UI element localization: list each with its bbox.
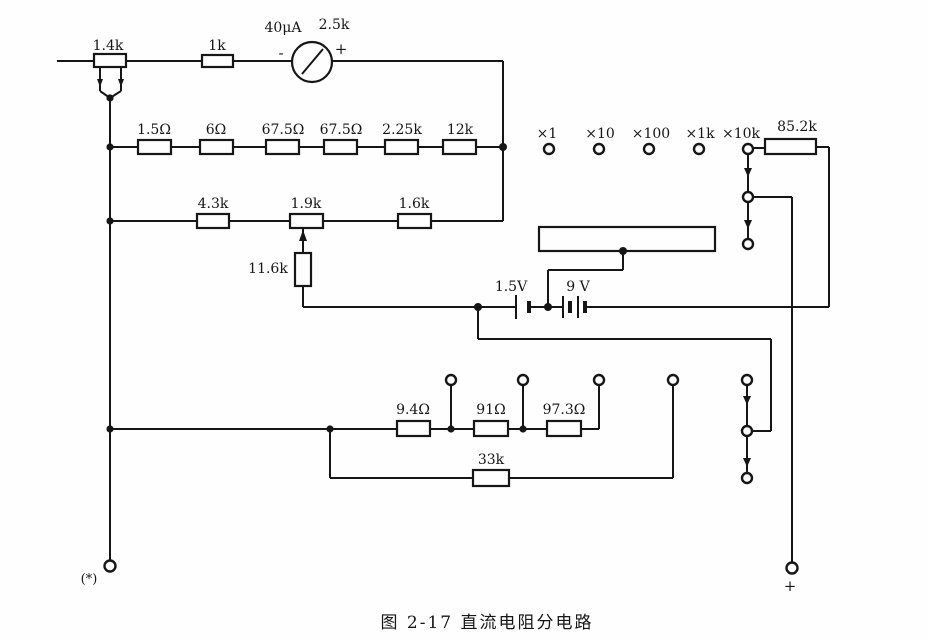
lower-selector-contact-1 bbox=[740, 373, 754, 387]
resistor-33k bbox=[471, 468, 511, 488]
selector-arrow-icon bbox=[744, 220, 752, 229]
tapped-resistance-box bbox=[537, 225, 717, 253]
resistor-91ohm bbox=[472, 419, 510, 438]
resistor-33k-label: 33k bbox=[478, 452, 505, 468]
tap-wiper-arrow-icon bbox=[299, 230, 307, 241]
bottom-terminal-2 bbox=[516, 373, 530, 387]
bottom-terminal-1 bbox=[444, 373, 458, 387]
resistor-row1-6 bbox=[441, 138, 478, 156]
bottom-terminal-3 bbox=[592, 373, 606, 387]
resistor-97-3ohm-label: 97.3Ω bbox=[543, 402, 586, 418]
terminal-x100 bbox=[642, 142, 656, 156]
upper-selector-contact-2 bbox=[741, 237, 755, 251]
range-x10-label: ×10 bbox=[585, 126, 615, 142]
resistor-1k-label: 1k bbox=[208, 38, 226, 54]
figure-caption: 图 2-17 直流电阻分电路 bbox=[381, 613, 594, 633]
range-x1-label: ×1 bbox=[537, 126, 558, 142]
battery-9v-label: 9 V bbox=[566, 279, 590, 295]
resistor-85-2k bbox=[763, 137, 818, 156]
resistor-11-6k-label: 11.6k bbox=[248, 261, 288, 277]
lower-selector-contact-2 bbox=[740, 424, 754, 438]
resistor-91ohm-label: 91Ω bbox=[476, 402, 505, 418]
resistor-97-3ohm bbox=[545, 419, 583, 438]
meter-plus-label: + bbox=[335, 40, 348, 58]
positive-terminal-label: + bbox=[784, 577, 797, 595]
resistor-11-6k bbox=[293, 251, 313, 288]
meter-minus-label: - bbox=[278, 44, 283, 62]
terminal-x10k bbox=[741, 142, 755, 156]
resistor-row1-2-label: 6Ω bbox=[206, 122, 227, 138]
resistor-row1-1 bbox=[136, 138, 173, 156]
range-x10k-label: ×10k bbox=[722, 126, 761, 142]
resistor-9-4ohm-label: 9.4Ω bbox=[396, 402, 430, 418]
meter-needle-icon bbox=[301, 48, 324, 75]
resistor-row1-6-label: 12k bbox=[447, 122, 474, 138]
resistor-pot-1-4k-label: 1.4k bbox=[93, 38, 124, 54]
common-terminal bbox=[103, 559, 117, 573]
resistor-row1-5 bbox=[383, 138, 420, 156]
resistor-row1-4 bbox=[322, 138, 359, 156]
range-x1k-label: ×1k bbox=[685, 126, 715, 142]
selector-arrow-icon bbox=[744, 168, 752, 177]
resistor-row2-2 bbox=[288, 212, 325, 230]
pot-wiper-arrow-icon bbox=[118, 79, 124, 87]
resistor-row2-1-label: 4.3k bbox=[198, 196, 229, 212]
upper-selector-contact-1 bbox=[741, 190, 755, 204]
bottom-terminal-4 bbox=[666, 373, 680, 387]
junction-dots bbox=[106, 94, 627, 433]
selector-arrow-icon bbox=[743, 396, 751, 405]
meter-resistance-label: 2.5k bbox=[319, 17, 350, 33]
terminal-x1k bbox=[692, 142, 706, 156]
resistor-row1-4-label: 67.5Ω bbox=[320, 122, 363, 138]
pot-wiper-arrow-icon bbox=[97, 79, 103, 87]
selector-arrow-icon bbox=[743, 458, 751, 467]
resistor-row2-1 bbox=[195, 212, 231, 230]
battery-long-plates bbox=[515, 295, 579, 319]
battery-short-plates bbox=[527, 301, 587, 313]
battery-1-5v-label: 1.5V bbox=[495, 279, 528, 295]
common-terminal-label: (*) bbox=[81, 572, 98, 587]
resistor-row1-3-label: 67.5Ω bbox=[262, 122, 305, 138]
resistor-row2-2-label: 1.9k bbox=[291, 196, 322, 212]
resistor-9-4ohm bbox=[395, 419, 432, 438]
resistor-row2-3-label: 1.6k bbox=[399, 196, 430, 212]
terminal-x10 bbox=[592, 142, 606, 156]
resistor-row1-2 bbox=[198, 138, 235, 156]
resistor-pot-1-4k bbox=[92, 52, 128, 69]
lower-selector-contact-3 bbox=[740, 471, 754, 485]
resistor-row1-5-label: 2.25k bbox=[382, 122, 422, 138]
range-x100-label: ×100 bbox=[632, 126, 670, 142]
resistor-row1-1-label: 1.5Ω bbox=[137, 122, 171, 138]
resistor-row1-3 bbox=[264, 138, 301, 156]
resistor-1k bbox=[200, 53, 235, 69]
resistor-row2-3 bbox=[396, 212, 433, 230]
resistor-85-2k-label: 85.2k bbox=[777, 119, 817, 135]
meter-current-label: 40μA bbox=[264, 20, 302, 36]
positive-terminal bbox=[785, 561, 799, 575]
terminal-x1 bbox=[542, 142, 556, 156]
